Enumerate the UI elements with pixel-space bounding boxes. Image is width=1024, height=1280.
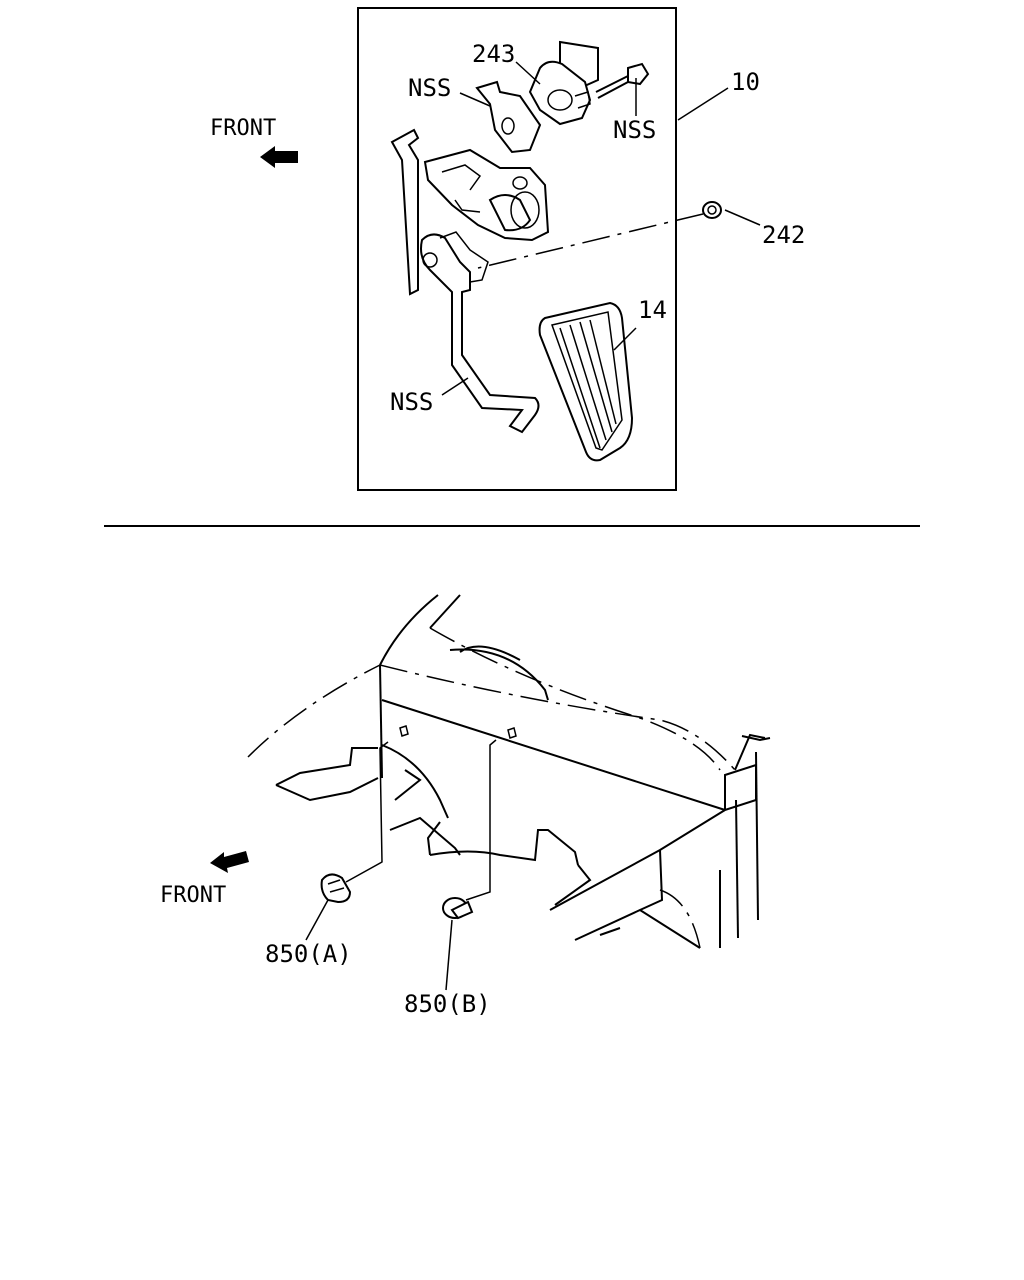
front-arrow-icon — [210, 851, 249, 873]
leader-nss-bracket — [459, 92, 491, 107]
nut-guide-line — [477, 213, 704, 269]
bolt — [595, 62, 650, 99]
callout-nss-bolt: NSS — [613, 116, 656, 144]
slot-a — [399, 725, 409, 737]
callout-850a: 850(A) — [265, 940, 352, 968]
leader-242 — [724, 209, 761, 226]
clip-a-icon — [320, 873, 352, 904]
pedal-bracket — [390, 128, 550, 296]
leader-850b — [445, 919, 453, 991]
leader-10 — [677, 87, 729, 121]
front-arrow-icon — [260, 146, 298, 168]
front-label-bottom: FRONT — [160, 883, 226, 908]
dash-panel-diagram: FRONT 850(A) 850(B) — [160, 594, 771, 1018]
pedal-sensor — [528, 40, 599, 126]
callout-243: 243 — [472, 40, 515, 68]
callout-nss-arm: NSS — [390, 388, 433, 416]
pedal-pad — [538, 301, 634, 462]
dash-upper-left-edge — [247, 664, 381, 758]
callout-10: 10 — [731, 68, 760, 96]
callout-nss-bracket: NSS — [408, 74, 451, 102]
windshield-lower-edge — [429, 627, 721, 771]
clip-a-guide-line — [345, 741, 389, 883]
callout-14: 14 — [638, 296, 667, 324]
sensor-bracket — [475, 80, 542, 154]
nut-icon — [702, 201, 722, 219]
front-label-top: FRONT — [210, 116, 276, 141]
slot-b — [507, 727, 517, 739]
leader-14 — [613, 327, 637, 351]
pedal-arm — [420, 231, 540, 434]
callout-242: 242 — [762, 221, 805, 249]
clip-b-icon — [442, 897, 474, 920]
callout-850b: 850(B) — [404, 990, 491, 1018]
clip-b-guide-line — [465, 739, 497, 901]
leader-850a — [305, 899, 329, 941]
leader-243 — [515, 61, 541, 85]
leader-nss-arm — [441, 377, 469, 396]
assembly-frame — [357, 7, 677, 491]
accelerator-pedal-diagram: FRONT — [210, 7, 805, 491]
